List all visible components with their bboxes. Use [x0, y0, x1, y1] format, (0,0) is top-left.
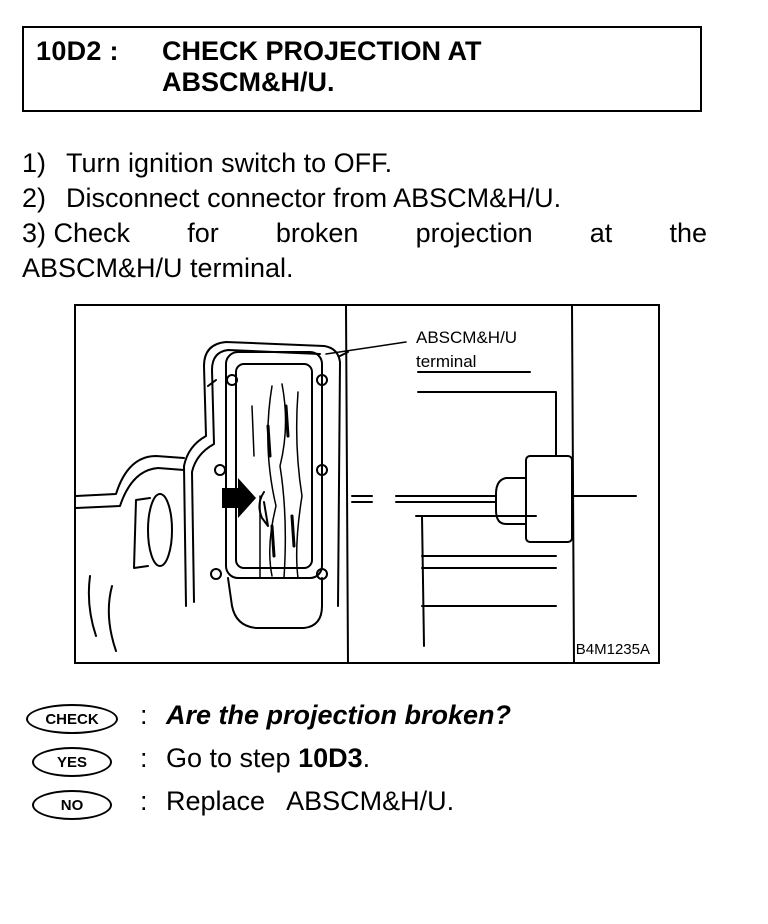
- step-3-number: 3): [22, 218, 47, 248]
- yes-suffix: .: [362, 743, 371, 773]
- terminal-callout-line-2: terminal: [416, 352, 477, 371]
- yes-row: YES : Go to step 10D3.: [26, 743, 706, 783]
- step-3-word-1: Check: [53, 218, 131, 248]
- step-2-text: Disconnect connector from ABSCM&H/U.: [66, 183, 562, 213]
- yes-answer: Go to step 10D3.: [166, 743, 370, 774]
- procedure-step-3: 3) Check for broken projection at the: [22, 216, 707, 251]
- callout-leader: [325, 341, 407, 355]
- no-row: NO : Replace ABSCM&H/U.: [26, 786, 706, 826]
- step-3-word-6: the: [669, 218, 707, 248]
- no-badge: NO: [32, 790, 112, 820]
- connector-illustration: ABSCM&H/U terminal B4M1235A: [74, 304, 660, 664]
- step-3-word-2: for: [187, 218, 219, 248]
- pointer-arrow: [222, 478, 256, 518]
- connector-drawing: [76, 306, 637, 662]
- figure-code: B4M1235A: [575, 641, 650, 658]
- procedure-steps: 1) Turn ignition switch to OFF. 2) Disco…: [22, 146, 707, 286]
- step-1-text: Turn ignition switch to OFF.: [66, 148, 393, 178]
- no-answer: Replace ABSCM&H/U.: [166, 786, 455, 816]
- check-colon: :: [140, 700, 148, 730]
- right-plug: [525, 455, 573, 543]
- step-1-number: 1): [22, 148, 47, 178]
- step-title: CHECK PROJECTION AT ABSCM&H/U.: [162, 36, 682, 98]
- procedure-step-2: 2) Disconnect connector from ABSCM&H/U.: [22, 181, 707, 216]
- step-3-word-4: projection: [415, 218, 533, 248]
- check-badge: CHECK: [26, 704, 118, 734]
- step-3-continuation: ABSCM&H/U terminal.: [22, 253, 294, 283]
- check-row: CHECK : Are the projection broken?: [26, 700, 706, 740]
- grommet: [147, 493, 173, 567]
- no-colon: :: [140, 786, 148, 816]
- terminal-callout-line-1: ABSCM&H/U: [416, 328, 518, 347]
- step-3-word-3: broken: [275, 218, 359, 248]
- terminal-callout: ABSCM&H/U terminal: [416, 326, 517, 374]
- step-title-line-2: ABSCM&H/U.: [162, 67, 335, 97]
- step-title-line-1: CHECK PROJECTION AT: [162, 36, 482, 66]
- yes-badge: YES: [32, 747, 112, 777]
- step-header-box: 10D2 : CHECK PROJECTION AT ABSCM&H/U.: [22, 26, 702, 112]
- check-question: Are the projection broken?: [166, 700, 512, 730]
- step-3-lead: 3) Check: [22, 216, 130, 251]
- step-3-word-5: at: [589, 218, 613, 248]
- procedure-step-3-continued: ABSCM&H/U terminal.: [22, 251, 707, 286]
- yes-step-ref: 10D3: [298, 743, 363, 773]
- procedure-step-1: 1) Turn ignition switch to OFF.: [22, 146, 707, 181]
- yes-colon: :: [140, 743, 148, 773]
- yes-prefix: Go to step: [166, 743, 299, 773]
- housing-outline: [183, 341, 341, 607]
- step-number: 10D2 :: [36, 36, 119, 66]
- step-2-number: 2): [22, 183, 47, 213]
